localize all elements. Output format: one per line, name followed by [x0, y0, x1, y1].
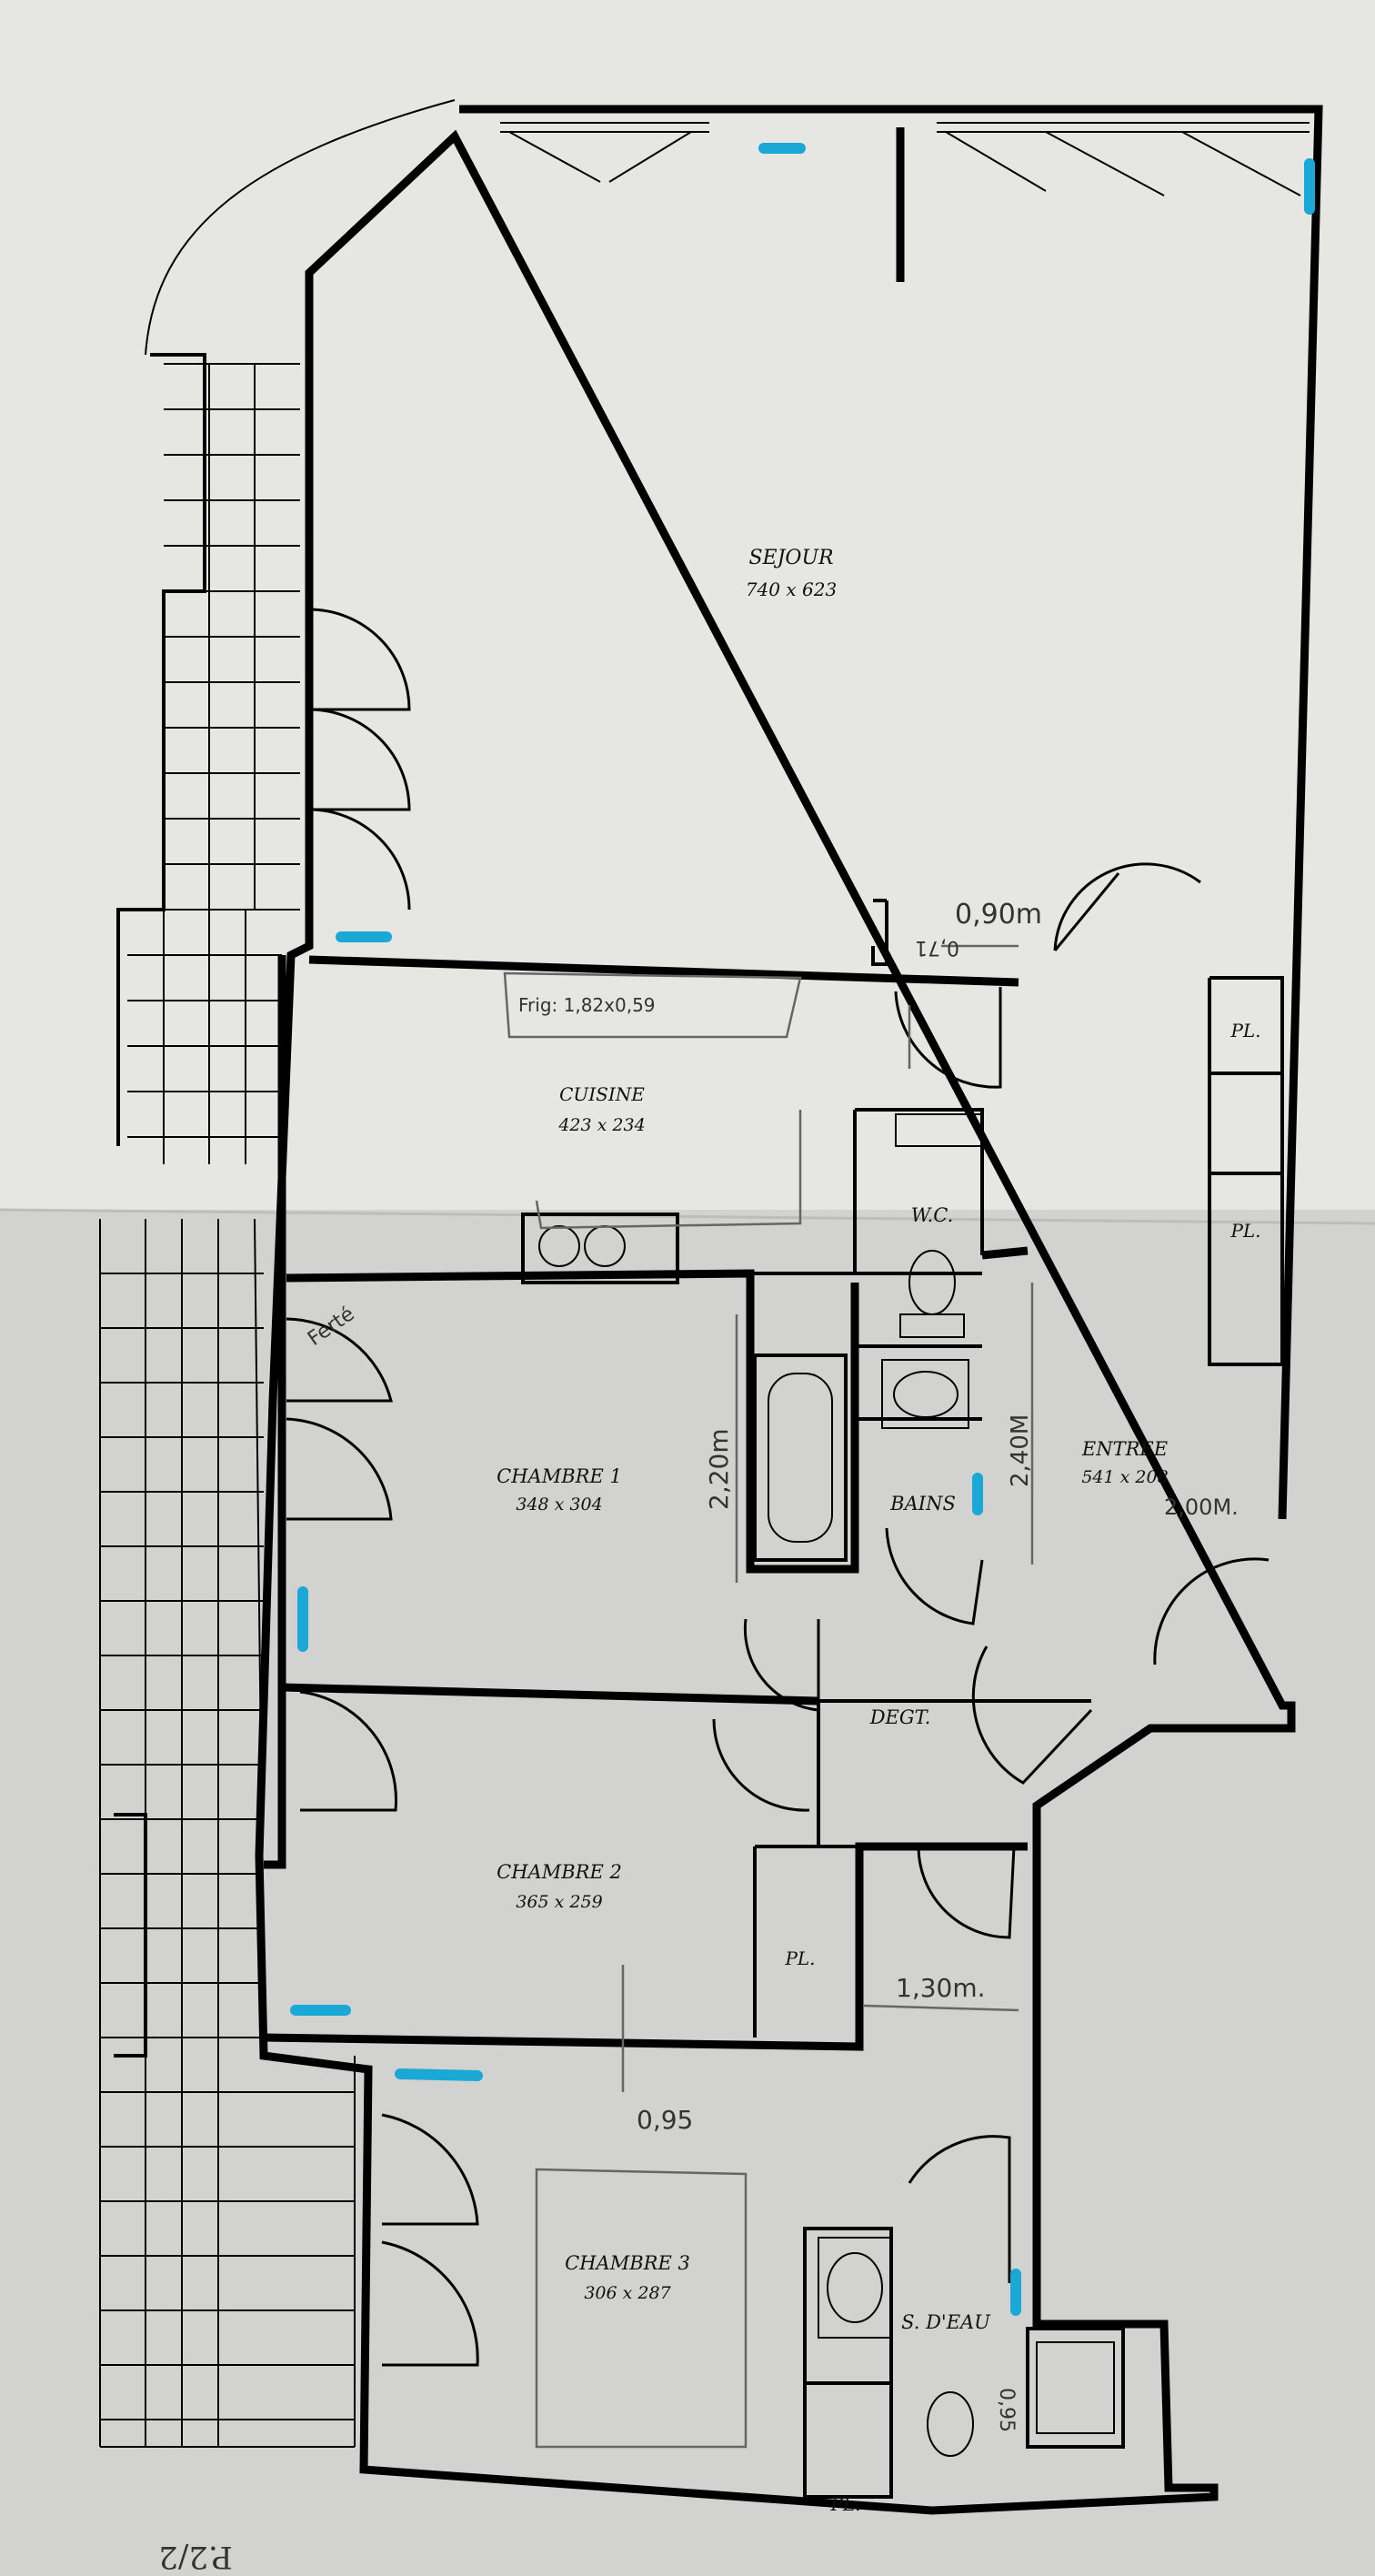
paper-top	[0, 0, 1375, 1210]
toilet-tank	[899, 1313, 965, 1338]
room-dims-chambre1: 348 x 304	[516, 1494, 602, 1514]
pencil-marks	[503, 944, 1034, 2449]
note-chambre1-height: 2,20m	[704, 1428, 734, 1510]
note-degt-width: 1,30m.	[896, 1973, 986, 2003]
room-name-cuisine: CUISINE	[559, 1083, 645, 1105]
balcony-bottom	[99, 1218, 356, 2448]
room-chambre3: CHAMBRE 3 306 x 287	[565, 2252, 690, 2303]
handwritten-notes: 0,90m 0,71 Frig: 1,82x0,59 2,20m 2,40M 2…	[304, 899, 1239, 2432]
note-bains-height: 2,40M	[1007, 1414, 1034, 1487]
exterior-wall	[255, 105, 1323, 2515]
bath-sink	[881, 1359, 969, 1429]
note-sejour-door: 0,90m	[955, 899, 1042, 931]
closet-label-1: PL.	[1229, 1020, 1260, 1041]
balcony-top	[116, 99, 456, 1164]
closet-label-4: PL.	[829, 2493, 860, 2515]
room-chambre2: CHAMBRE 2 365 x 259	[497, 1861, 622, 1912]
page-footer: P.2/2	[158, 2539, 233, 2575]
room-name-chambre2: CHAMBRE 2	[497, 1861, 622, 1883]
windows	[500, 122, 1310, 196]
bathtub-inner	[768, 1373, 833, 1543]
shower-toilet	[927, 2391, 974, 2457]
note-entree-width: 2,00M.	[1164, 1494, 1239, 1520]
paper-fold	[0, 1208, 1375, 1225]
room-name-sejour: SEJOUR	[748, 547, 833, 569]
room-entree: ENTREE 541 x 208	[1081, 1438, 1169, 1487]
room-name-sdeau: S. D'EAU	[901, 2311, 991, 2333]
interior-walls	[263, 127, 1284, 2499]
room-dims-chambre3: 306 x 287	[584, 2283, 671, 2303]
wc-sink	[895, 1113, 983, 1147]
room-dims-entree: 541 x 208	[1081, 1467, 1168, 1487]
kitchen-sink-bowl-1	[538, 1225, 580, 1267]
room-sejour: SEJOUR 740 x 623	[746, 547, 837, 600]
fixtures	[521, 1113, 1115, 2457]
room-name-entree: ENTREE	[1081, 1438, 1168, 1460]
bathtub	[753, 1353, 848, 1562]
shower-sink	[818, 2237, 892, 2339]
room-cuisine: CUISINE 423 x 234	[557, 1083, 645, 1135]
kitchen-sink	[521, 1213, 679, 1284]
closet-label-3: PL.	[784, 1947, 815, 1969]
shower-tray	[1036, 2341, 1115, 2434]
note-sejour-door-small: 0,71	[915, 936, 959, 959]
room-name-chambre1: CHAMBRE 1	[497, 1465, 622, 1487]
blue-markers	[290, 143, 1315, 2316]
room-dims-sejour: 740 x 623	[746, 579, 837, 600]
closet-label-2: PL.	[1229, 1220, 1260, 1242]
doors	[286, 608, 1270, 2367]
room-dims-chambre2: 365 x 259	[516, 1892, 602, 1912]
room-dims-cuisine: 423 x 234	[557, 1115, 645, 1135]
bath-sink-bowl	[893, 1371, 958, 1418]
room-name-degt: DEGT.	[869, 1706, 931, 1728]
shower-sink-bowl	[827, 2252, 883, 2323]
room-name-wc: W.C.	[911, 1204, 954, 1226]
note-sdeau: 0,95	[995, 2388, 1018, 2432]
note-frigo: Frig: 1,82x0,59	[518, 994, 656, 1016]
room-name-chambre3: CHAMBRE 3	[565, 2252, 690, 2274]
room-chambre1: CHAMBRE 1 348 x 304	[497, 1465, 622, 1514]
note-chambre3-gap: 0,95	[637, 2105, 693, 2135]
room-name-bains: BAINS	[889, 1493, 956, 1514]
